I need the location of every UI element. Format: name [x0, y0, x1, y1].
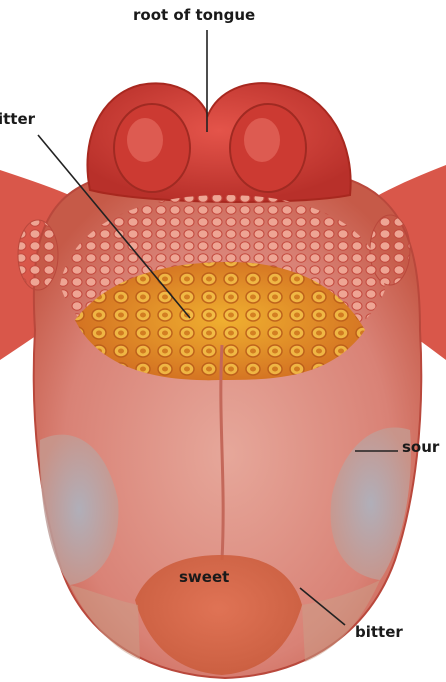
- sweet-label: sweet: [179, 570, 229, 585]
- bitter-bottom-label: bitter: [355, 625, 403, 640]
- sour-label: sour: [402, 440, 439, 455]
- root-of-tongue-label: root of tongue: [133, 8, 255, 23]
- side-lobe-left: [18, 220, 58, 290]
- bitter-top-label: itter: [0, 112, 35, 127]
